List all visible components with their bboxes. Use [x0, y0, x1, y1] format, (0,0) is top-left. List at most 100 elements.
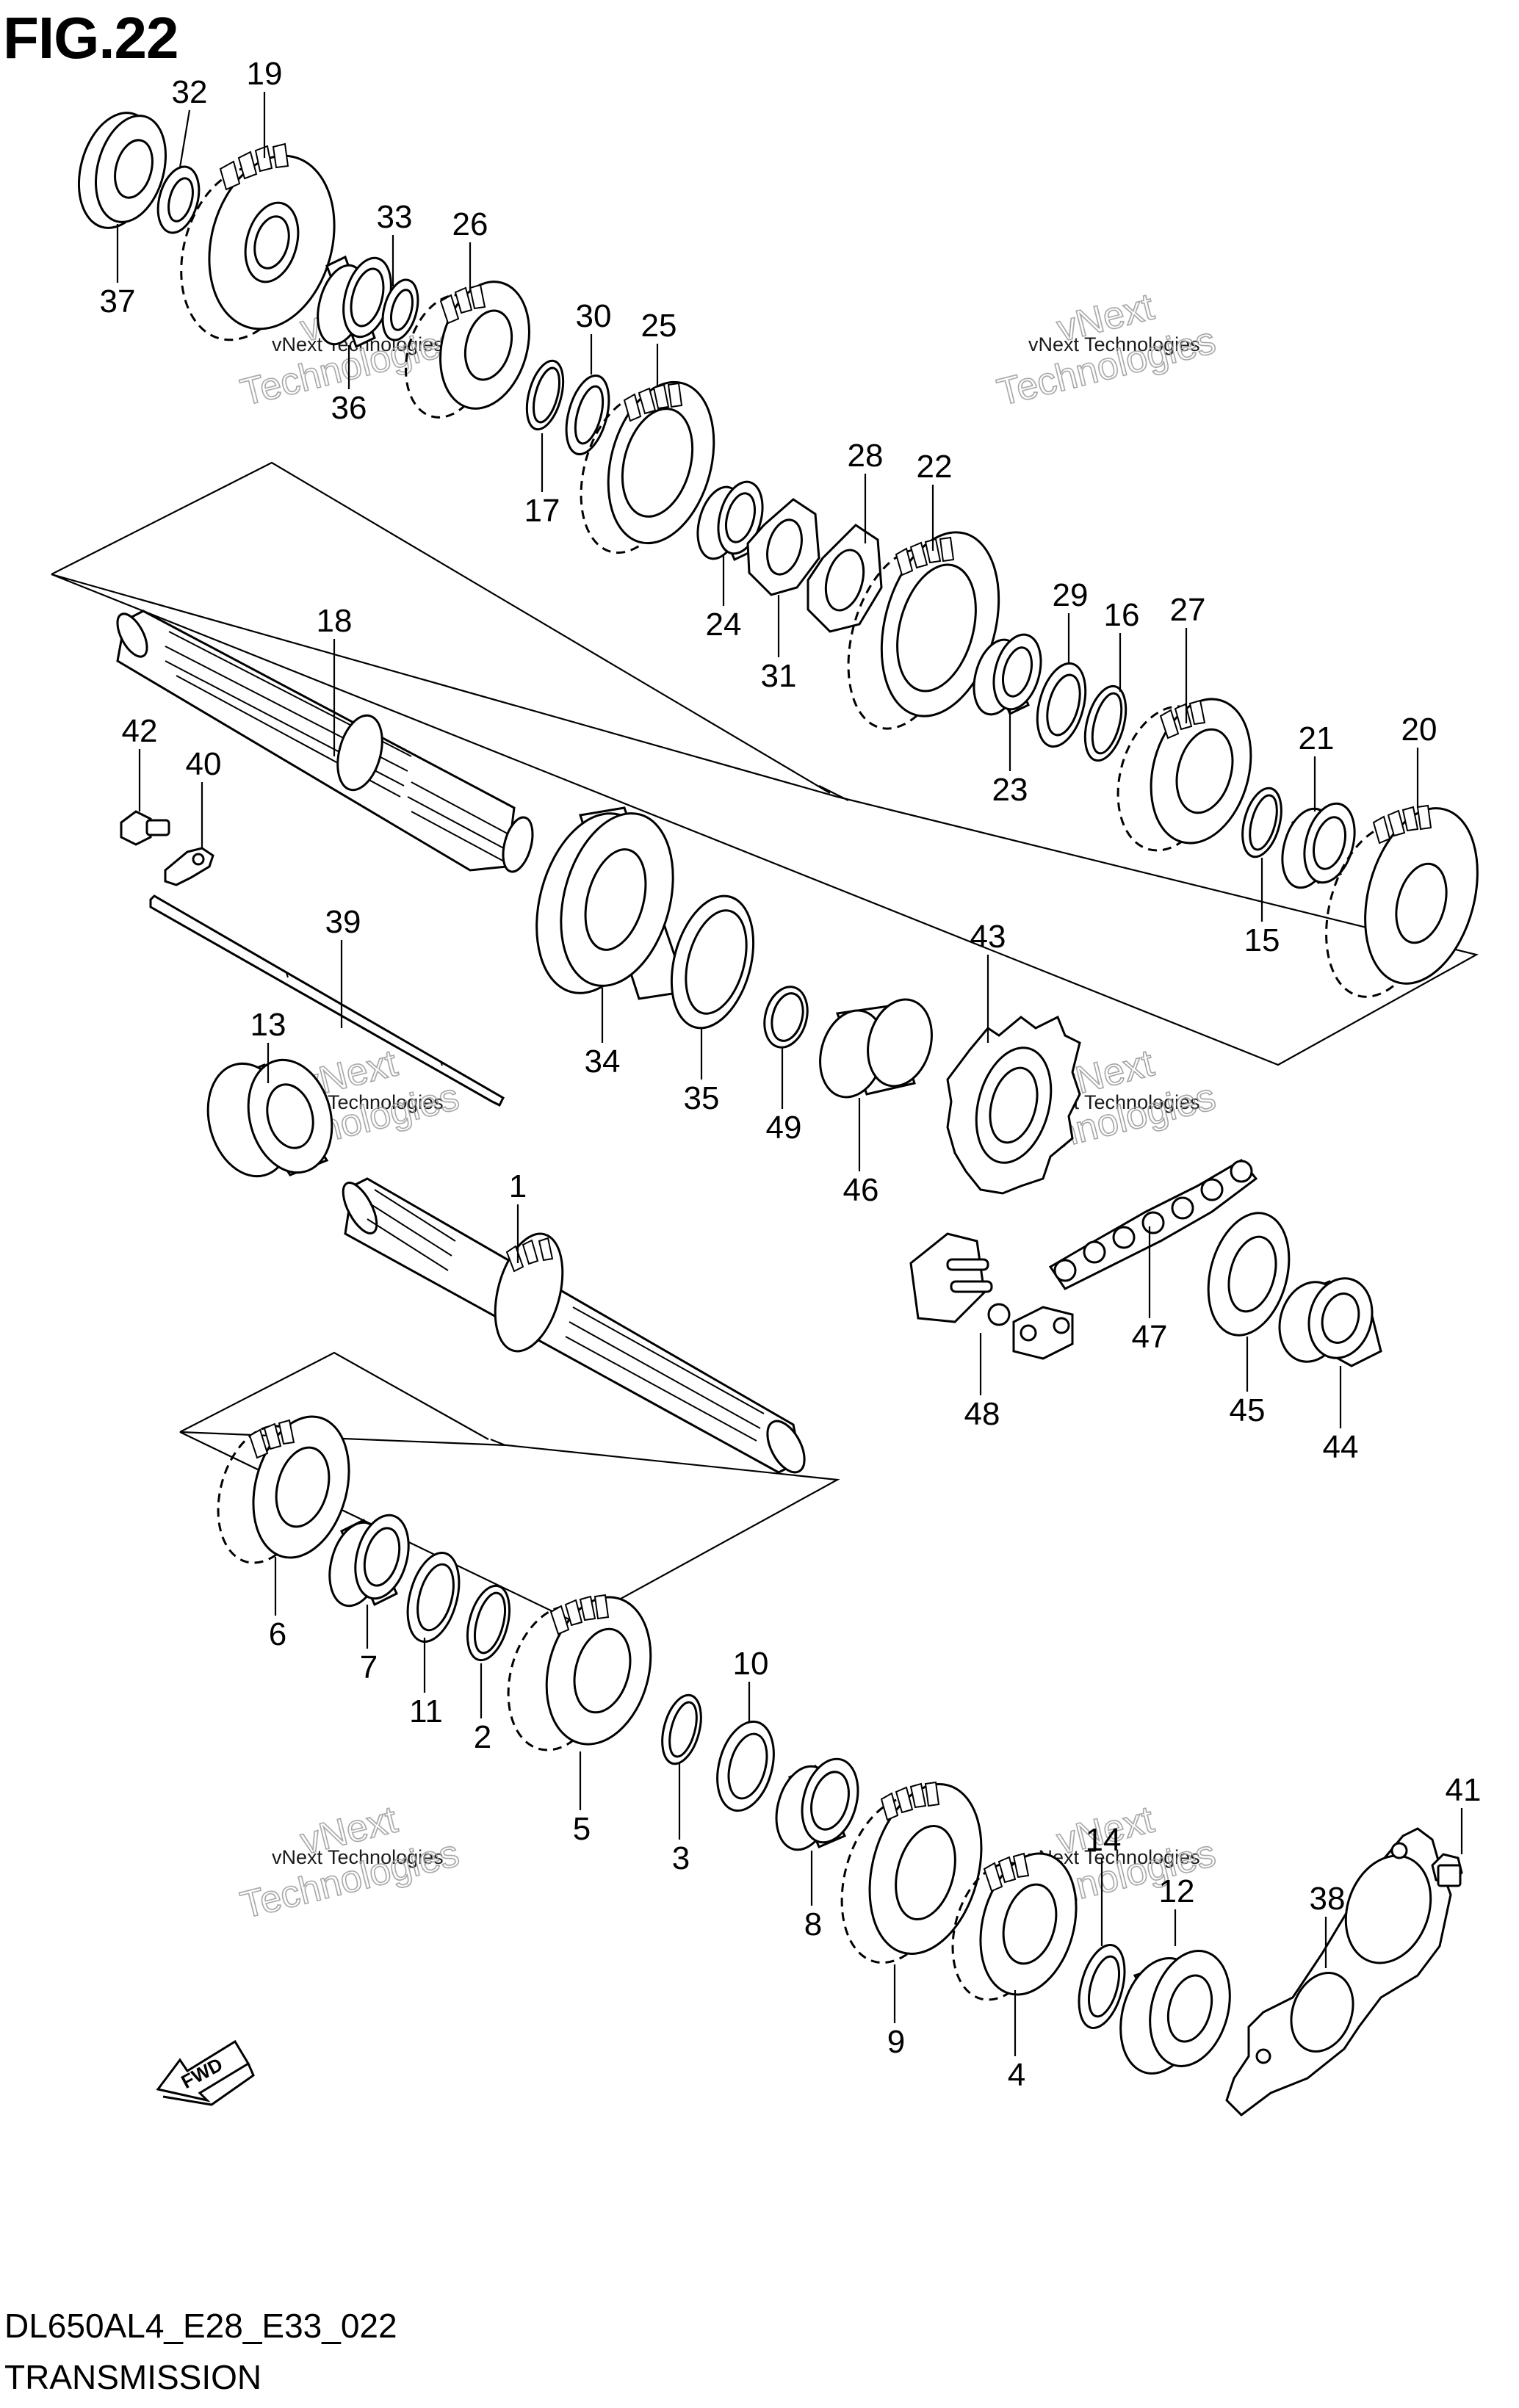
callout-20[interactable]: 20 [1401, 712, 1437, 748]
part-23-bushing[interactable] [967, 629, 1049, 720]
part-47-drive-chain[interactable] [1048, 1159, 1258, 1290]
callout-10[interactable]: 10 [733, 1646, 769, 1682]
callout-21[interactable]: 21 [1299, 720, 1335, 756]
part-13-bearing[interactable] [196, 1050, 344, 1185]
part-41-bolt[interactable] [1431, 1853, 1463, 1887]
part-24-needle-bearing[interactable] [690, 477, 770, 563]
part-45-lock-washer[interactable] [1196, 1204, 1302, 1344]
callout-28[interactable]: 28 [848, 438, 884, 474]
callout-18[interactable]: 18 [317, 603, 353, 639]
part-28-lock-washer[interactable] [807, 524, 883, 633]
callout-22[interactable]: 22 [917, 449, 953, 485]
part-17-circlip[interactable] [520, 357, 569, 433]
part-31-lock-washer[interactable] [746, 498, 820, 596]
part-3-circlip[interactable] [655, 1691, 707, 1768]
part-12-bearing[interactable] [1108, 1942, 1242, 2082]
callout-40[interactable]: 40 [186, 746, 222, 782]
part-4-gear[interactable] [938, 1843, 1091, 2010]
callout-43[interactable]: 43 [970, 919, 1006, 955]
callout-25[interactable]: 25 [641, 308, 677, 344]
callout-31[interactable]: 31 [761, 658, 797, 694]
callout-34[interactable]: 34 [585, 1044, 621, 1080]
part-7-bushing[interactable] [321, 1509, 417, 1612]
part-32-washer[interactable] [151, 162, 206, 237]
callout-38[interactable]: 38 [1310, 1881, 1346, 1917]
callout-39[interactable]: 39 [325, 904, 361, 940]
callout-17[interactable]: 17 [524, 493, 560, 529]
callout-2[interactable]: 2 [474, 1719, 491, 1755]
callout-46[interactable]: 46 [843, 1172, 879, 1208]
callout-5[interactable]: 5 [573, 1811, 591, 1847]
callout-32[interactable]: 32 [172, 74, 208, 110]
part-21-bushing[interactable] [1274, 798, 1363, 894]
part-27-gear[interactable] [1103, 688, 1266, 862]
part-14-washer[interactable] [1071, 1940, 1133, 2033]
part-15-circlip[interactable] [1235, 784, 1288, 861]
part-16-circlip[interactable] [1078, 681, 1133, 764]
part-42-bolt[interactable] [120, 810, 170, 846]
callout-8[interactable]: 8 [804, 1906, 822, 1942]
callout-33[interactable]: 33 [377, 199, 413, 235]
callout-24[interactable]: 24 [706, 607, 742, 643]
callout-29[interactable]: 29 [1053, 577, 1089, 613]
callout-7[interactable]: 7 [360, 1649, 378, 1685]
callout-6[interactable]: 6 [269, 1616, 286, 1652]
callout-36[interactable]: 36 [331, 390, 367, 426]
callout-45[interactable]: 45 [1230, 1392, 1266, 1428]
part-8-needle-bearing[interactable] [768, 1753, 867, 1856]
part-48-chain-joint[interactable] [909, 1232, 1074, 1360]
callout-44[interactable]: 44 [1323, 1429, 1359, 1465]
callout-16[interactable]: 16 [1104, 597, 1140, 633]
part-36-bushing[interactable] [310, 253, 399, 350]
callout-42[interactable]: 42 [122, 713, 158, 749]
callout-15[interactable]: 15 [1244, 922, 1280, 958]
part-43-engine-sprocket[interactable] [946, 1015, 1081, 1195]
figure-caption: TRANSMISSION [4, 2358, 262, 2396]
callout-47[interactable]: 47 [1132, 1319, 1168, 1355]
callout-4[interactable]: 4 [1008, 2057, 1025, 2093]
part-33-washer[interactable] [377, 276, 424, 344]
part-10-washer[interactable] [708, 1715, 783, 1817]
part-19-gear[interactable] [163, 142, 353, 354]
part-37-bearing[interactable] [67, 104, 177, 236]
callout-26[interactable]: 26 [452, 206, 488, 242]
callout-14[interactable]: 14 [1086, 1822, 1122, 1858]
part-44-sprocket-nut[interactable] [1271, 1271, 1382, 1369]
callout-48[interactable]: 48 [964, 1396, 1000, 1432]
callout-3[interactable]: 3 [672, 1840, 690, 1876]
part-11-washer[interactable] [399, 1547, 468, 1647]
part-2-circlip[interactable] [460, 1581, 516, 1665]
watermark-text: vNext Technologies [1028, 333, 1200, 355]
part-18-countershaft[interactable] [112, 610, 538, 875]
part-49-o-ring[interactable] [758, 982, 814, 1052]
callout-23[interactable]: 23 [992, 772, 1028, 808]
part-9-gear[interactable] [825, 1771, 999, 1975]
part-25-gear[interactable] [565, 370, 731, 564]
callout-37[interactable]: 37 [100, 283, 136, 319]
part-38-bearing-retainer[interactable] [1225, 1827, 1452, 2116]
callout-19[interactable]: 19 [247, 56, 283, 92]
part-46-spacer[interactable] [811, 992, 941, 1104]
part-22-gear[interactable] [830, 519, 1018, 741]
part-5-gear[interactable] [493, 1586, 666, 1762]
callout-41[interactable]: 41 [1446, 1772, 1482, 1808]
callout-13[interactable]: 13 [250, 1007, 286, 1043]
part-40-stopper-plate[interactable] [164, 847, 214, 886]
part-35-oil-seal[interactable] [658, 887, 767, 1038]
countershaft-assembly-frame [51, 461, 1479, 1066]
callout-30[interactable]: 30 [576, 298, 612, 334]
callout-1[interactable]: 1 [509, 1168, 527, 1204]
callout-11[interactable]: 11 [409, 1693, 443, 1729]
part-20-gear[interactable] [1308, 796, 1495, 1010]
part-26-gear[interactable] [393, 272, 543, 427]
callout-9[interactable]: 9 [887, 2024, 905, 2060]
callout-49[interactable]: 49 [766, 1110, 802, 1146]
part-34-bearing[interactable] [518, 800, 690, 1006]
callout-12[interactable]: 12 [1159, 1873, 1195, 1909]
callout-27[interactable]: 27 [1170, 592, 1206, 628]
callout-35[interactable]: 35 [684, 1080, 720, 1116]
part-39-key[interactable] [149, 894, 505, 1107]
part-6-gear[interactable] [203, 1406, 364, 1573]
part-29-washer[interactable] [1029, 658, 1094, 752]
part-1-driveshaft[interactable] [336, 1177, 812, 1478]
